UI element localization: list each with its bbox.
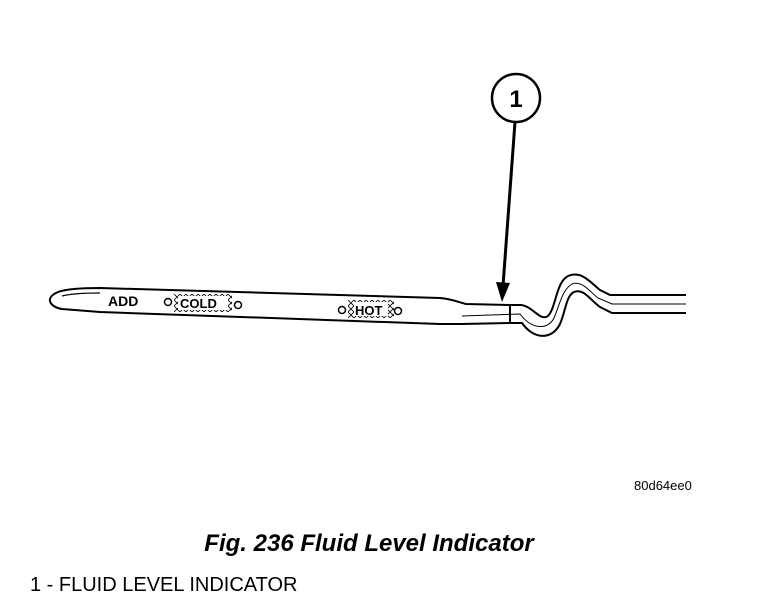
callout-circle [490,72,542,124]
dipstick-shaft-inner [510,290,686,337]
cold-hole-right [233,300,243,310]
legend-item: 1 - FLUID LEVEL INDICATOR [30,574,298,596]
hot-hole-right [393,306,403,316]
image-code: 80d64ee0 [634,478,692,493]
fluid-level-indicator-illustration: ADD COLD HOT 1 [48,72,686,337]
hot-hole-left [337,305,347,315]
callout-number: 1 [509,86,522,113]
figure-caption: Fig. 236 Fluid Level Indicator [204,530,534,557]
cold-label-bg [178,296,228,310]
dipstick-shaft-outer [510,273,686,319]
hot-label: HOT [355,303,383,318]
dipstick-tip-edge [61,292,101,297]
hot-label-bg [354,302,388,316]
dipstick-blade [48,286,511,325]
callout-leader-line [501,121,517,287]
add-label: ADD [108,293,138,309]
dipstick-shaft-mid [461,282,686,327]
cold-hole-left [163,297,173,307]
callout-arrowhead [496,282,510,302]
cold-label: COLD [180,296,217,311]
